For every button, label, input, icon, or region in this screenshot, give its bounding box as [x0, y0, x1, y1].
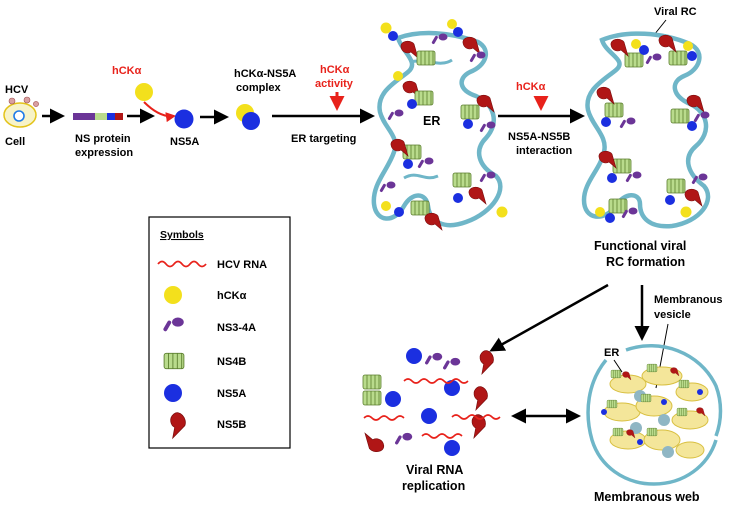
legend-item-hcka: hCKα: [164, 286, 247, 304]
legend-label-ns34a: NS3-4A: [217, 322, 256, 334]
hcka-label: hCKα: [112, 65, 142, 77]
legend-label-ns5b: NS5B: [217, 419, 246, 431]
membranous-web: [586, 344, 723, 486]
arrow-to-replication: [489, 283, 609, 352]
legend-label-hcka: hCKα: [217, 290, 247, 302]
er-web-pointer: [613, 359, 623, 373]
legend-title: Symbols: [160, 229, 204, 241]
interaction-line1: NS5A-NS5B: [508, 131, 570, 143]
legend-label-ns4b: NS4B: [217, 356, 246, 368]
replication-line1: Viral RNA: [406, 463, 463, 477]
rc-formation-line1: Functional viral: [594, 239, 686, 253]
interaction-line2: interaction: [516, 145, 573, 157]
ns5a-icon: [174, 109, 194, 129]
cell-label: Cell: [5, 136, 25, 148]
viral-rc-label: Viral RC: [654, 6, 697, 18]
ns-expression-line2: expression: [75, 147, 133, 159]
membranous-vesicle-line1: Membranous: [654, 294, 722, 306]
legend-item-ns34a: NS3-4A: [162, 317, 256, 334]
rna-wave-icon: [157, 260, 207, 268]
hcv-label: HCV: [5, 84, 29, 96]
legend-item-hcv-rna: HCV RNA: [157, 259, 267, 271]
rc-formation-line2: RC formation: [606, 255, 685, 269]
replication-cluster: [362, 348, 501, 456]
hcka-ns5a-complex-icon: [236, 104, 260, 130]
hcka-binding-arrow: [143, 101, 176, 123]
ns4b-icon: [163, 352, 185, 370]
blue-circle-icon: [164, 384, 182, 402]
er-targeting-label: ER targeting: [291, 133, 356, 145]
complex-line1: hCKα-NS5A: [234, 68, 296, 80]
hcv-cell-icon: [3, 96, 39, 128]
legend-label-ns5a: NS5A: [217, 388, 246, 400]
membranous-vesicle-line2: vesicle: [654, 309, 691, 321]
complex-line2: complex: [236, 82, 282, 94]
rc-proteins-er2: [595, 34, 710, 223]
legend-box: Symbols HCV RNA hCKα NS3-4A NS4B NS5A NS…: [148, 216, 291, 449]
er-label: ER: [423, 114, 440, 128]
legend-item-ns5b: NS5B: [162, 409, 246, 439]
legend-item-ns5a: NS5A: [164, 384, 246, 402]
hcka-second-label: hCKα: [516, 81, 546, 93]
hcka-icon: [135, 83, 153, 101]
rc-proteins-er1: [379, 19, 508, 231]
yellow-circle-icon: [164, 286, 182, 304]
legend-label-hcv-rna: HCV RNA: [217, 259, 267, 271]
ns-expression-line1: NS protein: [75, 133, 131, 145]
ns5a-label: NS5A: [170, 136, 199, 148]
membranous-web-label: Membranous web: [594, 490, 700, 504]
er-web-label: ER: [604, 347, 619, 359]
replication-line2: replication: [402, 479, 465, 493]
legend-item-ns4b: NS4B: [163, 352, 246, 370]
ns-protein-bar-icon: [73, 113, 123, 120]
activity-line2: activity: [315, 78, 354, 90]
activity-line1: hCKα: [320, 64, 350, 76]
